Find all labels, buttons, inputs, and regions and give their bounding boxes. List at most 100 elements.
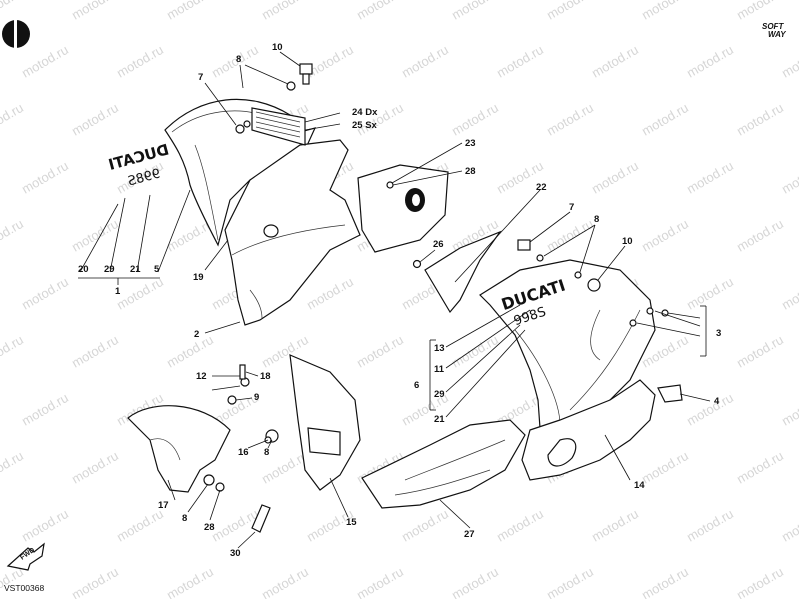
belly-pan <box>361 419 526 509</box>
watermark-text: motod.ru <box>0 100 26 139</box>
callout-1: 1 <box>115 286 121 297</box>
watermark-text: motod.ru <box>19 274 71 313</box>
clip-7-top <box>235 124 245 134</box>
watermark-text: motod.ru <box>684 42 736 81</box>
callout-7-right: 7 <box>569 202 574 213</box>
watermark-text: motod.ru <box>734 216 786 255</box>
inner-panel-15 <box>289 354 361 491</box>
callout-labels: 10 8 7 24 Dx 25 Sx 23 28 22 7 8 10 26 20… <box>78 42 721 559</box>
callout-8-top: 8 <box>236 54 241 65</box>
callout-13: 13 <box>434 343 445 354</box>
callout-11: 11 <box>434 364 445 375</box>
callout-23: 23 <box>465 138 476 149</box>
watermark-text: motod.ru <box>114 506 166 545</box>
watermark-text: motod.ru <box>494 506 546 545</box>
watermark-text: motod.ru <box>449 0 501 23</box>
screw-3-b <box>629 319 637 327</box>
air-vent-grille <box>251 107 306 146</box>
lower-side-panel-22 <box>424 230 502 314</box>
watermark-text: motod.ru <box>639 0 691 23</box>
watermark-text: motod.ru <box>399 42 451 81</box>
screw-18 <box>239 364 246 380</box>
watermark-text: motod.ru <box>589 158 641 197</box>
brand-line-2: WAY <box>768 30 786 39</box>
watermark-text: motod.ru <box>69 332 121 371</box>
callout-18: 18 <box>260 371 271 382</box>
watermark-text: motod.ru <box>684 506 736 545</box>
watermark-text: motod.ru <box>304 274 356 313</box>
watermark-text: motod.ru <box>69 216 121 255</box>
screw-3-a <box>646 307 654 315</box>
watermark-text: motod.ru <box>19 42 71 81</box>
drawing-code: VST00368 <box>4 583 44 593</box>
callout-8-lower: 8 <box>264 447 269 458</box>
watermark-text: motod.ru <box>19 506 71 545</box>
watermark-text: motod.ru <box>779 390 799 429</box>
callout-8-right: 8 <box>594 214 599 225</box>
washer-9 <box>227 395 237 405</box>
watermark-text: motod.ru <box>259 0 311 23</box>
watermark-text: motod.ru <box>69 100 121 139</box>
washer-8-top <box>286 81 296 91</box>
screw-10-right <box>587 278 601 292</box>
watermark-text: motod.ru <box>734 332 786 371</box>
watermark-text: motod.ru <box>734 100 786 139</box>
watermark-text: motod.ru <box>19 158 71 197</box>
callout-29-left: 29 <box>104 264 115 275</box>
decal-strip-30 <box>251 504 271 533</box>
watermark-text: motod.ru <box>354 0 406 23</box>
model-decal-text-left: 998S <box>126 166 162 189</box>
callout-29-right: 29 <box>434 389 445 400</box>
callout-7-top: 7 <box>198 72 203 83</box>
watermark-text: motod.ru <box>779 158 799 197</box>
watermark-text: motod.ru <box>639 100 691 139</box>
callout-15: 15 <box>346 517 357 528</box>
watermark-text: motod.ru <box>589 506 641 545</box>
watermark-text: motod.ru <box>304 42 356 81</box>
vent-piece-4 <box>657 384 683 403</box>
callout-19: 19 <box>193 272 204 283</box>
watermark-text: motod.ru <box>164 564 216 599</box>
watermark-text: motod.ru <box>684 274 736 313</box>
watermark-text: motod.ru <box>399 506 451 545</box>
watermark-text: motod.ru <box>449 564 501 599</box>
callout-16: 16 <box>238 447 249 458</box>
watermark-text: motod.ru <box>494 42 546 81</box>
nut-28-mudguard <box>215 482 225 492</box>
watermark-text: motod.ru <box>0 448 26 487</box>
callout-4: 4 <box>714 396 720 407</box>
watermark-text: motod.ru <box>164 0 216 23</box>
callout-21-right: 21 <box>434 414 445 425</box>
callout-12: 12 <box>196 371 207 382</box>
watermark-text: motod.ru <box>639 448 691 487</box>
watermark-text: motod.ru <box>544 216 596 255</box>
watermark-text: motod.ru <box>779 42 799 81</box>
watermark-text: motod.ru <box>354 564 406 599</box>
callout-3: 3 <box>716 328 721 339</box>
callout-27: 27 <box>464 529 475 540</box>
watermark-text: motod.ru <box>69 564 121 599</box>
callout-8-mudguard: 8 <box>182 513 187 524</box>
number-plate <box>357 164 449 253</box>
watermark-text: motod.ru <box>684 158 736 197</box>
callout-2: 2 <box>194 329 199 340</box>
callout-5: 5 <box>154 264 160 275</box>
callout-25-sx: 25 Sx <box>352 120 378 131</box>
callout-26: 26 <box>433 239 444 250</box>
callout-20: 20 <box>78 264 89 275</box>
watermark-text: motod.ru <box>779 274 799 313</box>
washer-top-left <box>243 120 251 128</box>
washer-8-right-b <box>574 271 582 279</box>
watermark-text: motod.ru <box>544 564 596 599</box>
watermark-text: motod.ru <box>114 42 166 81</box>
watermark-text: motod.ru <box>544 100 596 139</box>
callout-22: 22 <box>536 182 547 193</box>
clip-7-right <box>517 239 531 251</box>
callout-10-right: 10 <box>622 236 633 247</box>
watermark-text: motod.ru <box>164 332 216 371</box>
leader-lines <box>78 51 711 549</box>
watermark-text: motod.ru <box>69 0 121 23</box>
watermark-text: motod.ru <box>0 0 26 23</box>
